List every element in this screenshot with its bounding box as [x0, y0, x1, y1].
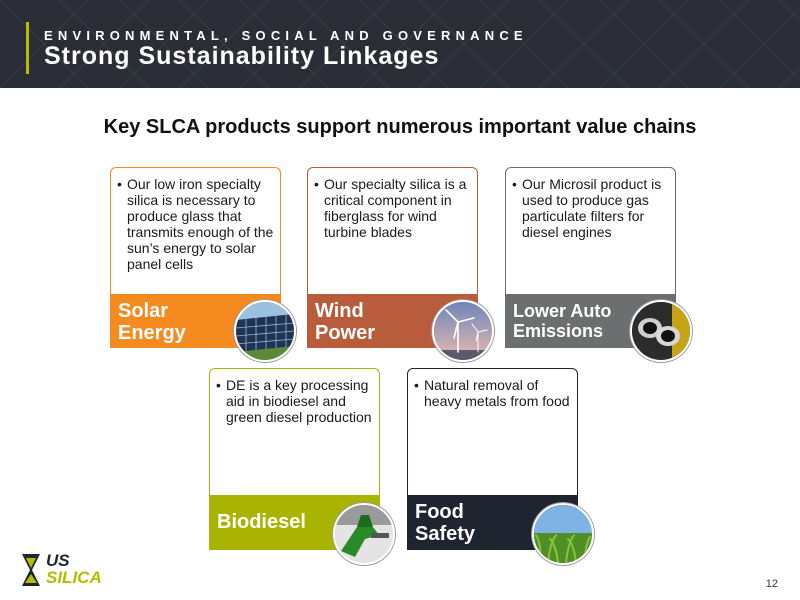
- slide-subtitle: Key SLCA products support numerous impor…: [103, 116, 697, 138]
- card-label-line2: Emissions: [513, 321, 604, 341]
- card-label-line1: Biodiesel: [217, 511, 306, 533]
- card-label-line1: Food: [415, 501, 464, 523]
- card-wind-power: •Our specialty silica is a critical comp…: [307, 167, 478, 348]
- card-description-text: Our Microsil product is used to produce …: [522, 176, 662, 240]
- card-description: •DE is a key processing aid in biodiesel…: [216, 377, 375, 425]
- exhaust-pipe-icon: [630, 300, 692, 362]
- header-banner: ENVIRONMENTAL, SOCIAL AND GOVERNANCE Str…: [0, 0, 800, 88]
- card-label-line1: Lower Auto: [513, 301, 612, 321]
- card-description: •Natural removal of heavy metals from fo…: [414, 377, 573, 409]
- card-description-text: DE is a key processing aid in biodiesel …: [226, 377, 372, 425]
- card-description: •Our Microsil product is used to produce…: [512, 176, 671, 240]
- logo-text-us: US: [46, 551, 70, 570]
- card-description: •Our low iron specialty silica is necess…: [117, 176, 276, 272]
- header-eyebrow: ENVIRONMENTAL, SOCIAL AND GOVERNANCE: [44, 28, 528, 43]
- wind-turbine-icon: [432, 300, 494, 362]
- card-description-text: Our low iron specialty silica is necessa…: [127, 176, 274, 272]
- header-accent-bar: [26, 22, 29, 74]
- card-label-line2: Safety: [415, 523, 476, 545]
- fuel-nozzle-icon: [333, 503, 395, 565]
- page-title: Strong Sustainability Linkages: [44, 42, 440, 70]
- card-description-text: Our specialty silica is a critical compo…: [324, 176, 467, 240]
- us-silica-logo: US SILICA: [20, 552, 116, 595]
- card-label-line2: Power: [315, 322, 376, 344]
- card-label-line1: Wind: [315, 300, 364, 322]
- card-description: •Our specialty silica is a critical comp…: [314, 176, 473, 240]
- hourglass-logo-icon: [22, 554, 40, 586]
- logo-text-silica: SILICA: [46, 568, 102, 587]
- solar-panel-icon: [234, 300, 296, 362]
- header-pattern: [0, 0, 800, 88]
- page-number: 12: [765, 578, 778, 590]
- card-label-line1: Solar: [118, 300, 169, 322]
- corn-field-icon: [532, 503, 594, 565]
- card-label-line2: Energy: [118, 322, 186, 344]
- card-description-text: Natural removal of heavy metals from foo…: [424, 377, 570, 409]
